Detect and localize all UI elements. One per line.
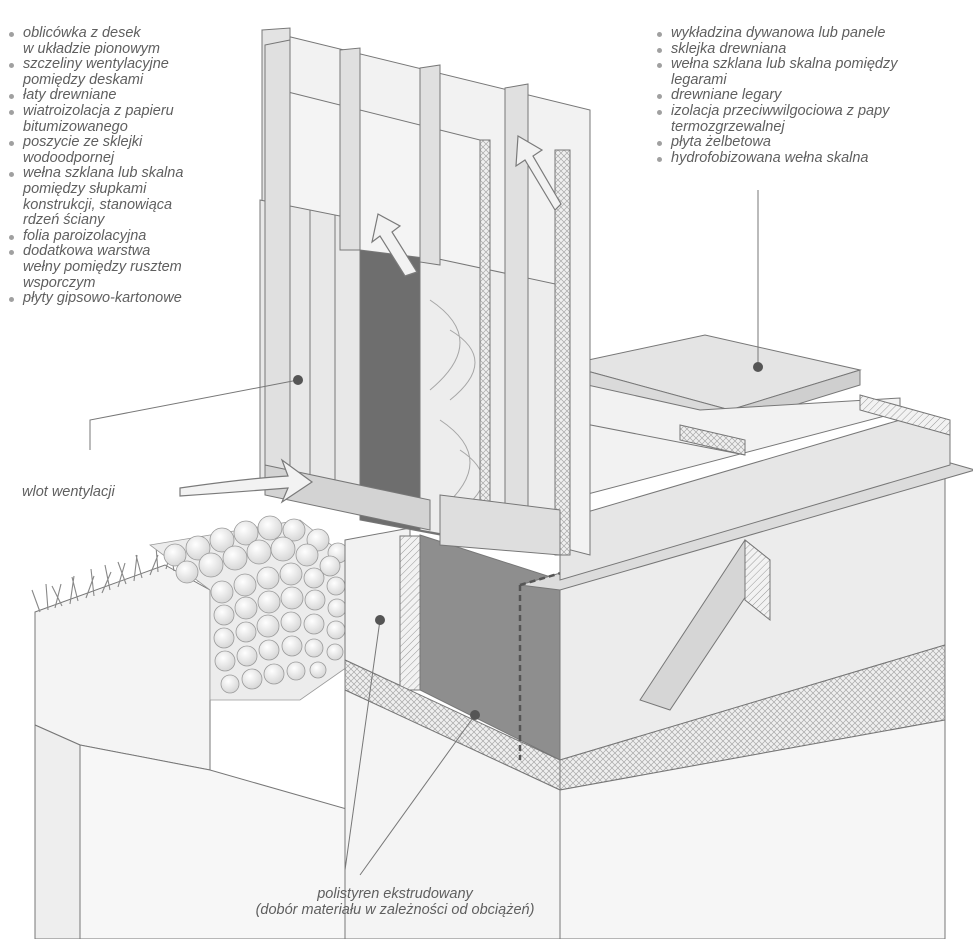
legend-item-label: dodatkowa warstwa wełny pomiędzy rusztem… [23,243,182,291]
legend-item: dodatkowa warstwa wełny pomiędzy rusztem… [6,243,246,291]
leader-lines [89,190,759,876]
legend-item: płyty gipsowo-kartonowe [6,290,246,307]
legend-item-label: oblicówka z desek w układzie pionowym [23,25,161,57]
wall-layers-legend: oblicówka z desek w układzie pionowym sz… [6,25,246,307]
leader-wall-layers [89,379,299,450]
airflow-up-arrow-2 [515,134,562,211]
legend-item-label: drewniane legary [671,87,782,104]
legend-item: hydrofobizowana wełna skalna [654,149,954,167]
leader-dot-wall [293,375,303,385]
legend-item: wełna szklana lub skalna pomiędzy słupka… [6,166,246,228]
legend-item-label: szczeliny wentylacyjne pomiędzy deskami [23,56,169,88]
legend-item-label: izolacja przeciwwilgociowa z papy termoz… [671,102,890,135]
legend-item-label: wykładzina dywanowa lub panele [671,25,886,41]
legend-item: płyta żelbetowa [654,134,954,151]
timber-frame-wall [259,27,591,556]
soil-block [34,564,421,939]
legend-item: wiatroizolacja z papieru bitumizowanego [6,102,246,135]
xps-insulation-label: polistyren ekstrudowany (dobór materiału… [255,886,535,918]
ventilation-inlet-label: wlot wentylacji [22,484,115,500]
legend-item-label: wełna szklana lub skalna pomiędzy słupka… [23,165,184,229]
legend-item-label: hydrofobizowana wełna skalna [671,149,869,166]
legend-item: wykładzina dywanowa lub panele [654,25,954,42]
legend-item: izolacja przeciwwilgociowa z papy termoz… [654,102,954,135]
legend-item-label: płyta żelbetowa [671,134,771,151]
legend-item-label: folia paroizolacyjna [23,227,147,244]
legend-item: drewniane legary [654,88,954,104]
leader-xps-1 [344,619,381,871]
legend-item: oblicówka z desek w układzie pionowym [6,25,246,57]
ventilation-arrows [179,134,562,504]
floor-assembly [559,334,951,581]
legend-item: folia paroizolacyjna [6,227,246,245]
legend-item: szczeliny wentylacyjne pomiędzy deskami [6,56,246,88]
leader-dot-floor [753,362,763,372]
legend-item: poszycie ze sklejki wodoodpornej [6,134,246,166]
legend-item-label: sklejka drewniana [671,40,787,57]
gravel-drainage [149,515,351,701]
floor-layers-legend: wykładzina dywanowa lub panele sklejka d… [654,25,954,167]
legend-item-label: wełna szklana lub skalna pomiędzy legara… [671,56,898,88]
legend-item-label: poszycie ze sklejki wodoodpornej [23,134,143,166]
airflow-up-arrow-1 [371,213,418,277]
leader-dot-xps-1 [375,615,385,625]
leader-dot-xps-2 [470,710,480,720]
ventilation-inlet-arrow [179,458,314,504]
legend-item-label: wiatroizolacja z papieru bitumizowanego [23,102,174,135]
legend-item: sklejka drewniana [654,40,954,58]
leader-dots [293,362,763,720]
legend-item-label: łaty drewniane [23,87,117,104]
legend-item: wełna szklana lub skalna pomiędzy legara… [654,56,954,88]
legend-item: łaty drewniane [6,88,246,104]
leader-xps-2 [359,714,476,876]
legend-item-label: płyty gipsowo-kartonowe [23,290,182,307]
